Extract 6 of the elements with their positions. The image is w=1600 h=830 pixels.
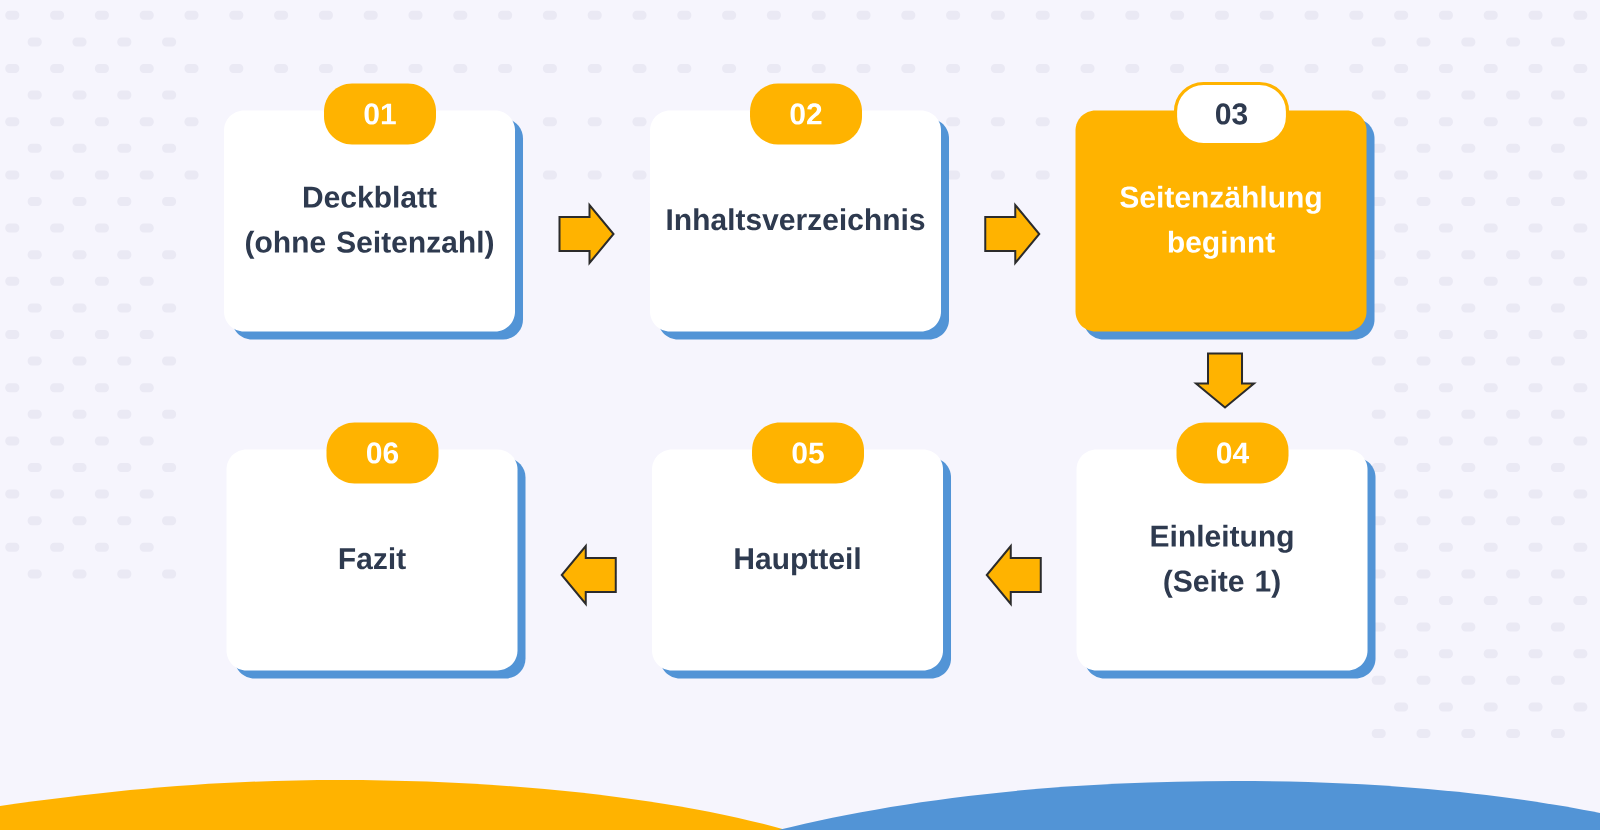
block-arrow xyxy=(985,543,1042,607)
block-arrow xyxy=(984,202,1041,266)
block-arrow xyxy=(560,543,617,607)
block-arrow xyxy=(558,202,615,266)
block-arrow xyxy=(1193,352,1257,409)
number-badge: 03 xyxy=(1173,81,1290,147)
